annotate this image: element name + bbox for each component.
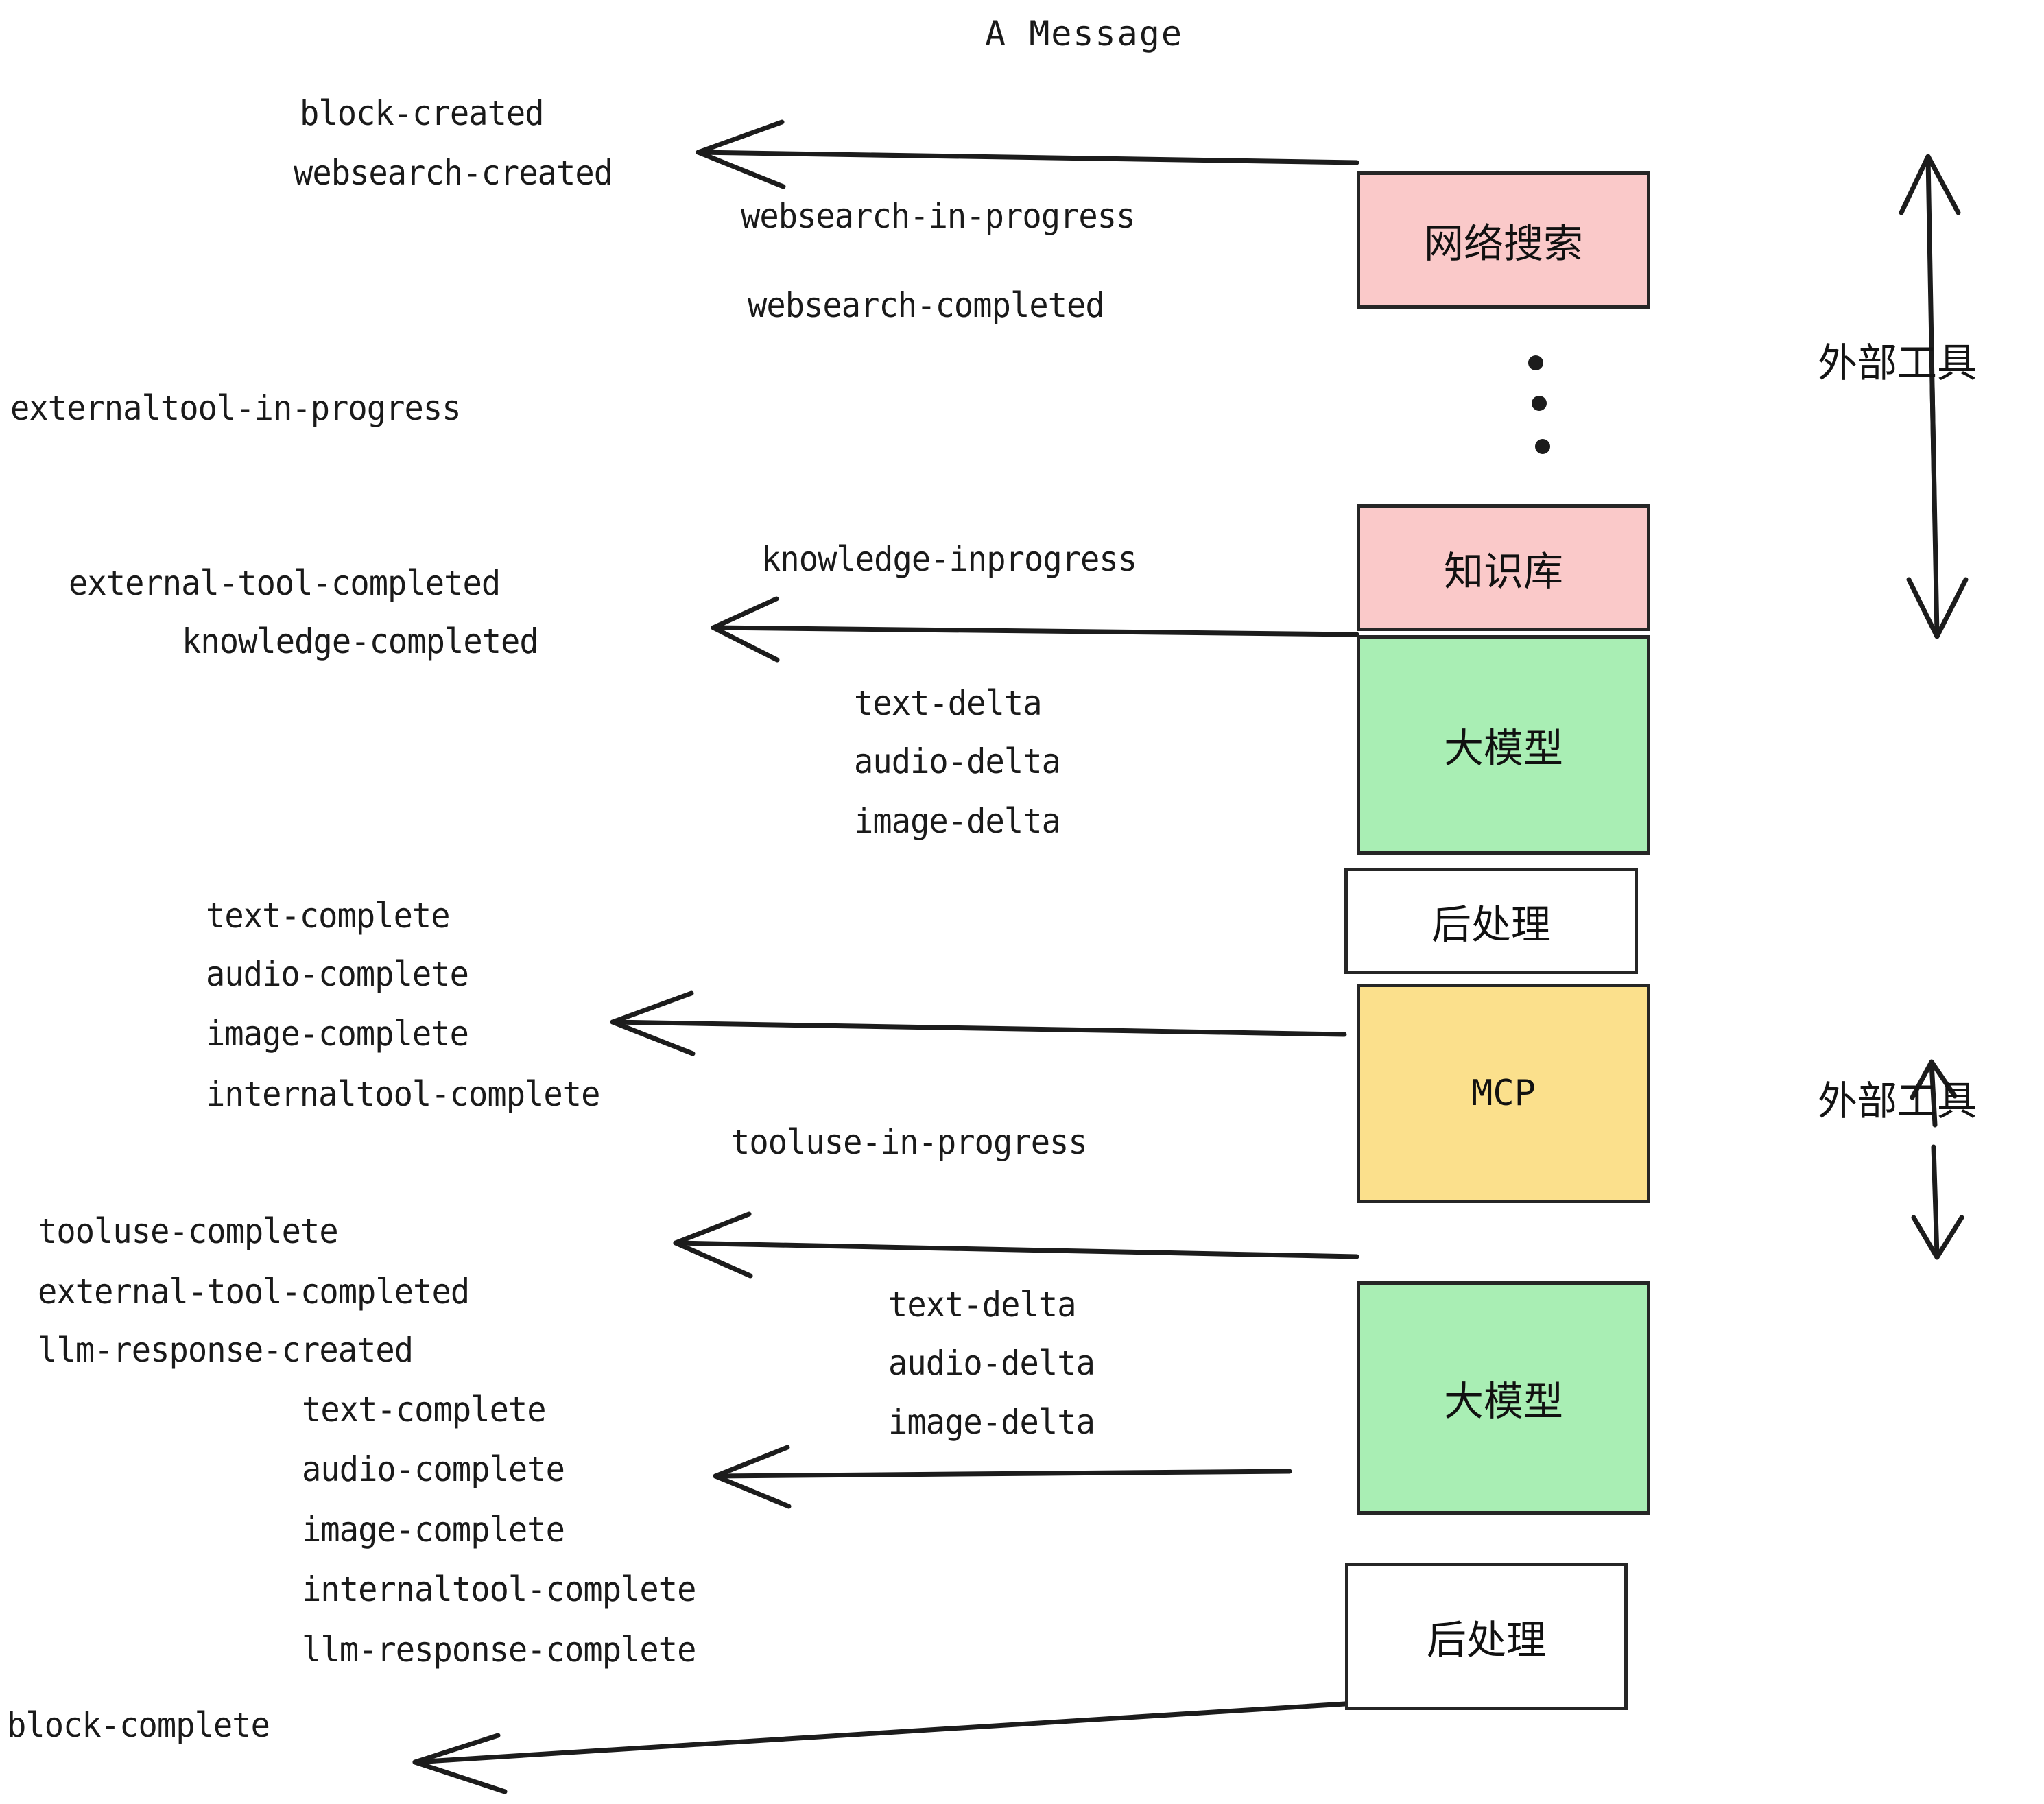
node-knowledge[interactable]: 知识库 bbox=[1357, 504, 1650, 631]
ellipsis-dot bbox=[1532, 396, 1547, 411]
event-label: websearch-in-progress bbox=[741, 196, 1135, 236]
event-label: external-tool-completed bbox=[38, 1272, 470, 1312]
node-label: 大模型 bbox=[1443, 725, 1563, 772]
arrowhead-post2 bbox=[412, 1733, 508, 1794]
arrowhead-external-tool-down-upper bbox=[1906, 577, 1969, 639]
arrow-external-tool-down-lower bbox=[1931, 1144, 1940, 1258]
event-label: audio-delta bbox=[854, 741, 1061, 781]
event-label: internaltool-complete bbox=[206, 1074, 600, 1114]
arrow-post1-to-left bbox=[610, 1019, 1347, 1037]
event-label: externaltool-in-progress bbox=[10, 388, 462, 428]
event-label: external-tool-completed bbox=[69, 563, 501, 603]
node-postprocess-1[interactable]: 后处理 bbox=[1344, 868, 1638, 974]
arrowhead-llm2 bbox=[713, 1445, 792, 1509]
page-title: A Message bbox=[985, 14, 1183, 54]
event-label: text-complete bbox=[302, 1390, 547, 1429]
event-label: audio-complete bbox=[206, 954, 469, 994]
node-label: 后处理 bbox=[1431, 901, 1551, 948]
arrow-external-tool-up bbox=[1925, 155, 1937, 502]
event-label: image-complete bbox=[302, 1510, 565, 1550]
event-label: text-complete bbox=[206, 896, 451, 936]
external-tool-label: 外部工具 bbox=[1818, 1078, 1977, 1124]
event-label: image-delta bbox=[854, 801, 1061, 841]
arrow-knowledge-to-left bbox=[711, 625, 1359, 637]
event-label: internaltool-complete bbox=[302, 1569, 696, 1609]
node-llm-2[interactable]: 大模型 bbox=[1357, 1281, 1650, 1515]
event-label: websearch-created bbox=[294, 153, 613, 193]
ellipsis-dot bbox=[1535, 439, 1550, 454]
arrowhead-knowledge bbox=[711, 596, 780, 663]
arrow-external-tool-down-upper bbox=[1929, 383, 1940, 637]
arrowhead-external-tool-up bbox=[1899, 154, 1961, 215]
node-label: 大模型 bbox=[1443, 1378, 1563, 1425]
arrow-mcp-to-left bbox=[673, 1240, 1359, 1259]
event-label: block-created bbox=[300, 93, 545, 133]
ellipsis-dot bbox=[1528, 355, 1543, 370]
event-label: block-complete bbox=[7, 1705, 270, 1745]
node-llm-1[interactable]: 大模型 bbox=[1357, 635, 1650, 855]
external-tool-label: 外部工具 bbox=[1818, 340, 1977, 386]
arrowhead-websearch bbox=[696, 119, 786, 189]
arrowhead-mcp bbox=[673, 1211, 753, 1279]
node-label: 后处理 bbox=[1426, 1616, 1546, 1663]
event-label: text-delta bbox=[888, 1285, 1077, 1325]
event-label: image-complete bbox=[206, 1014, 469, 1054]
event-label: llm-response-created bbox=[38, 1330, 414, 1370]
event-label: llm-response-complete bbox=[302, 1630, 696, 1670]
event-label: audio-complete bbox=[302, 1449, 565, 1489]
arrowhead-post1 bbox=[610, 990, 696, 1056]
event-label: text-delta bbox=[854, 683, 1043, 723]
node-label: MCP bbox=[1471, 1073, 1536, 1114]
event-label: image-delta bbox=[888, 1402, 1095, 1442]
node-postprocess-2[interactable]: 后处理 bbox=[1345, 1563, 1628, 1710]
node-websearch[interactable]: 网络搜索 bbox=[1357, 171, 1650, 309]
event-label: knowledge-inprogress bbox=[761, 539, 1137, 579]
node-label: 网络搜索 bbox=[1423, 220, 1583, 267]
node-label: 知识库 bbox=[1443, 547, 1563, 595]
arrow-websearch-to-left bbox=[696, 150, 1359, 165]
event-label: knowledge-completed bbox=[182, 621, 539, 661]
event-label: tooluse-complete bbox=[38, 1211, 339, 1251]
event-label: tooluse-in-progress bbox=[730, 1122, 1088, 1162]
arrow-post2-to-left bbox=[412, 1701, 1348, 1765]
arrowhead-external-tool-down-lower bbox=[1911, 1215, 1964, 1260]
node-mcp[interactable]: MCP bbox=[1357, 984, 1650, 1203]
arrow-llm2-to-left bbox=[713, 1469, 1292, 1479]
event-label: audio-delta bbox=[888, 1343, 1095, 1383]
event-label: websearch-completed bbox=[748, 285, 1105, 325]
